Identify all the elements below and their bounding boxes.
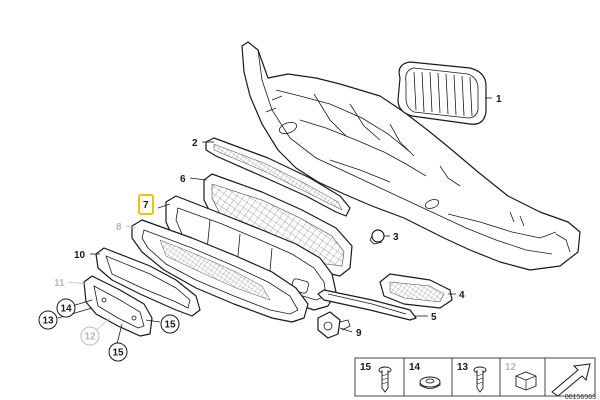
circled-callout-12: 12 [80,326,100,346]
pdc-sensor [317,311,351,339]
circled-callout-14: 14 [56,298,76,318]
callout-11: 11 [54,278,65,289]
lower-frame-grille [131,219,309,323]
callout-6: 6 [180,174,186,185]
upper-grille-strip [205,137,351,217]
callout-1: 1 [496,94,502,105]
direction-arrow-icon [551,363,591,397]
callout-2: 2 [192,138,198,149]
callout-7-highlight [138,194,154,215]
callout-4: 4 [459,290,465,301]
nut-icon [515,371,537,391]
hardware-table: 15 14 13 12 [354,357,596,397]
svg-text:13: 13 [42,316,54,327]
kidney-grille [397,61,487,125]
svg-text:12: 12 [84,332,96,343]
callout-10: 10 [74,250,86,261]
svg-text:15: 15 [112,348,124,359]
washer-icon [419,376,441,389]
callout-9: 9 [356,328,362,339]
circled-callout-15a: 15 [160,314,180,334]
clip-part [369,229,385,245]
callout-3: 3 [393,232,399,243]
hw-label-12: 12 [505,362,517,373]
callout-7: 7 [143,200,149,211]
license-plate-bracket [83,275,153,337]
trim-strip [317,289,417,321]
reference-number: 00156563 [565,394,596,400]
circled-callout-13: 13 [38,310,58,330]
bumper-cover [241,41,581,271]
svg-text:14: 14 [60,304,72,315]
license-plate-base [95,247,201,317]
hw-label-15: 15 [360,362,372,373]
screw-icon [473,366,487,393]
fog-light-cover [379,273,453,309]
circled-callout-15b: 15 [108,342,128,362]
callout-8: 8 [116,222,122,233]
hw-label-14: 14 [409,362,421,373]
svg-text:15: 15 [164,320,176,331]
screw-icon [378,366,392,393]
callout-5: 5 [431,312,437,323]
hw-label-13: 13 [457,362,469,373]
